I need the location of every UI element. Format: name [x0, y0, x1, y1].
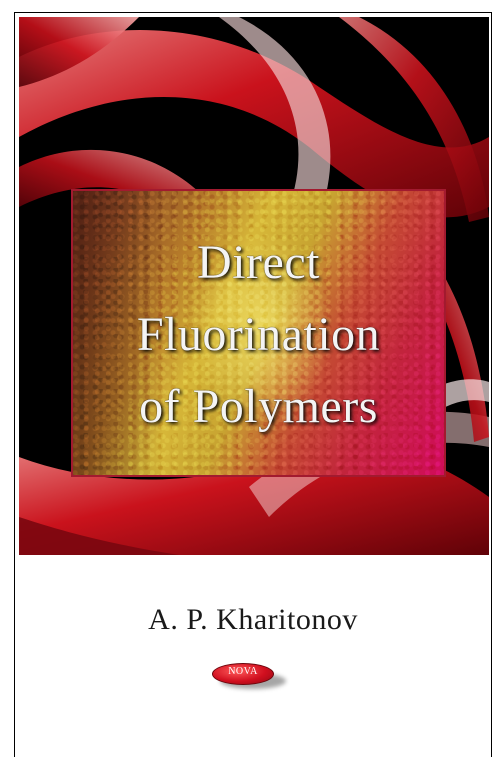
book-cover: Direct Fluorination of Polymers A. P. Kh… — [14, 12, 492, 757]
title-line-3: of Polymers — [139, 380, 378, 433]
title-line-2: Fluorination — [136, 308, 381, 361]
logo-oval — [212, 663, 274, 685]
publisher-logo-text: NOVA — [228, 666, 258, 677]
panel-glow — [193, 231, 333, 431]
publisher-logo: NOVA — [212, 663, 286, 689]
title-line-1: Direct — [197, 236, 320, 289]
panel-shade — [73, 191, 163, 475]
panel-texture — [73, 191, 444, 475]
author-name: A. P. Kharitonov — [148, 603, 358, 636]
cover-artwork: Direct Fluorination of Polymers — [19, 17, 489, 555]
book-title: Direct Fluorination of Polymers — [73, 227, 444, 443]
title-panel: Direct Fluorination of Polymers — [71, 189, 446, 477]
